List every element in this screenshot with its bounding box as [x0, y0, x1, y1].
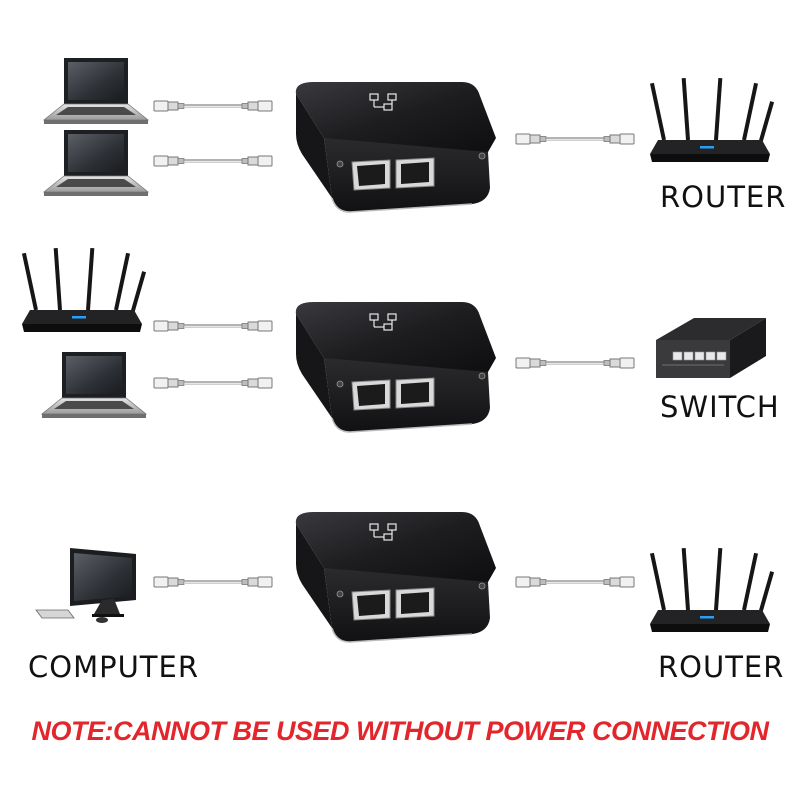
computer-label: COMPUTER: [28, 650, 199, 684]
power-note: NOTE:CANNOT BE USED WITHOUT POWER CONNEC…: [31, 716, 769, 746]
ethernet-cable-icon: [153, 377, 273, 389]
router-label-bottom: ROUTER: [658, 650, 785, 684]
ethernet-cable-icon: [153, 155, 273, 167]
computer-icon: [35, 547, 137, 624]
ethernet-cable-icon: [153, 320, 273, 332]
ethernet-cable-icon: [153, 100, 273, 112]
splitter-device-icon: [295, 301, 497, 433]
splitter-device-icon: [295, 511, 497, 643]
switch-icon: [655, 317, 767, 379]
router-label-top: ROUTER: [660, 180, 787, 214]
ethernet-cable-icon: [515, 576, 635, 588]
laptop-icon: [43, 57, 149, 125]
ethernet-cable-icon: [153, 576, 273, 588]
router-icon: [649, 548, 775, 632]
ethernet-cable-icon: [515, 133, 635, 145]
switch-label: SWITCH: [660, 390, 780, 424]
laptop-icon: [43, 129, 149, 197]
router-icon: [649, 78, 775, 162]
ethernet-cable-icon: [515, 357, 635, 369]
laptop-icon: [41, 351, 147, 419]
router-icon: [21, 248, 147, 332]
splitter-device-icon: [295, 81, 497, 213]
